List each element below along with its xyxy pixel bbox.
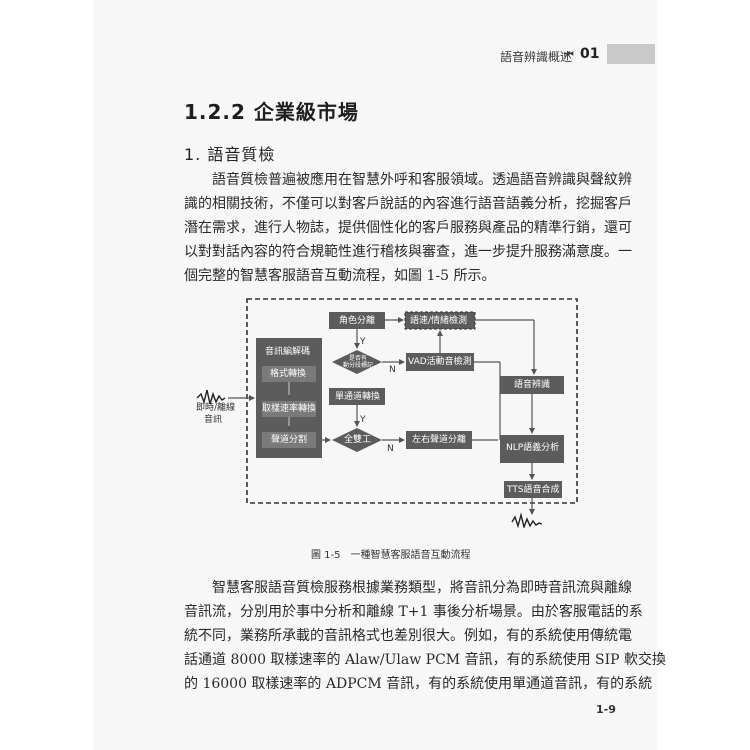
chapter-number: 01 <box>580 46 600 62</box>
speed-emotion-box <box>404 311 476 330</box>
format-convert-label: 格式轉換 <box>270 369 307 379</box>
speed-emotion-label: 語速/情緒檢測 <box>410 316 468 326</box>
system-boundary <box>246 298 578 504</box>
no-label: N <box>389 365 396 375</box>
no-label-2: N <box>387 444 394 454</box>
mono-convert-label: 單通道轉換 <box>335 392 381 402</box>
paragraph-1: 語音質檢普遍被應用在智慧外呼和客服領域。透過語音辨識與聲紋辨 識的相關技術，不僅… <box>184 168 632 288</box>
running-title: 語音辨識概述 <box>500 50 573 64</box>
lr-split-box <box>406 431 472 449</box>
decision-label: 是否有 動分段標記 <box>343 355 374 369</box>
tts-synthesis-label: TTS語音合成 <box>507 485 560 495</box>
running-header: 語音辨識概述 ⏮ 01 <box>0 44 750 64</box>
paragraph-line: 話通道 8000 取樣速率的 Alaw/Ulaw PCM 音訊，有的系統使用 S… <box>184 652 667 668</box>
paragraph-line: 智慧客服語音質檢服務根據業務類型，將音訊分為即時音訊流與離線 <box>212 580 632 596</box>
page-number: 1-9 <box>596 703 616 716</box>
paragraph-line: 個完整的智慧客服語音互動流程，如圖 1-5 所示。 <box>184 268 496 284</box>
role-separation-label: 角色分離 <box>339 316 376 326</box>
lr-split-label: 左右聲道分離 <box>412 435 467 445</box>
decision-diamond <box>332 350 382 374</box>
decode-group-label: 音訊編解碼 <box>265 347 311 357</box>
sub-heading: 1. 語音質檢 <box>184 145 276 164</box>
chapter-marker-icon: ⏮ <box>564 48 574 61</box>
sample-rate-box <box>262 401 316 417</box>
nlp-analysis-label: NLP語義分析 <box>506 443 560 453</box>
speech-recognition-label: 語音辨識 <box>514 380 551 390</box>
input-waveform-icon <box>196 389 226 405</box>
yes-label: Y <box>360 337 366 347</box>
speech-recognition-box <box>500 376 564 394</box>
output-waveform-icon <box>511 512 543 528</box>
full-duplex-label: 全雙工 <box>344 435 372 445</box>
paragraph-line: 識的相關技術，不僅可以對客戶說話的內容進行語音語義分析，挖掘客戶 <box>184 196 632 212</box>
channel-split-box <box>262 432 316 448</box>
channel-split-label: 聲道分割 <box>271 435 308 445</box>
full-duplex-diamond <box>332 428 382 452</box>
section-heading: 1.2.2 企業級市場 <box>184 100 359 124</box>
paragraph-line: 以對對話內容的符合規範性進行稽核與審查，進一步提升服務滿意度。一 <box>184 244 632 260</box>
vad-detect-label: VAD活動音檢測 <box>408 357 472 367</box>
sample-rate-label: 取樣速率轉換 <box>262 404 317 414</box>
flow-diagram: 即時/離線 音訊 音訊編解碼 格式轉換 取樣速率轉換 聲道分割 角色分離 語速/… <box>192 296 590 528</box>
format-convert-box <box>262 366 316 382</box>
page-sheet <box>93 0 657 750</box>
nlp-analysis-box <box>500 435 564 463</box>
role-separation-box <box>329 312 385 329</box>
paragraph-line: 統不同，業務所承載的音訊格式也差別很大。例如，有的系統使用傳統電 <box>184 628 632 644</box>
paragraph-line: 音訊流，分別用於事中分析和離線 T+1 事後分析場景。由於客服電話的系 <box>184 604 643 620</box>
paragraph-2: 智慧客服語音質檢服務根據業務類型，將音訊分為即時音訊流與離線 音訊流，分別用於事… <box>184 576 667 696</box>
figure-caption: 圖 1-5 一種智慧客服語音互動流程 <box>311 550 471 561</box>
header-tab-bar <box>607 44 655 64</box>
paragraph-line: 語音質檢普遍被應用在智慧外呼和客服領域。透過語音辨識與聲紋辨 <box>212 172 632 188</box>
tts-synthesis-box <box>504 481 562 498</box>
vad-detect-box <box>406 353 474 371</box>
paragraph-line: 潛在需求，進行人物誌，提供個性化的客戶服務與產品的精準行銷，還可 <box>184 220 632 236</box>
input-label: 即時/離線 <box>196 403 236 413</box>
mono-convert-box <box>329 388 385 405</box>
paragraph-line: 的 16000 取樣速率的 ADPCM 音訊，有的系統使用單通道音訊，有的系統 <box>184 676 653 692</box>
flow-diagram-graphics <box>196 298 578 528</box>
yes-label-2: Y <box>360 415 366 425</box>
input-label-2: 音訊 <box>204 415 223 425</box>
